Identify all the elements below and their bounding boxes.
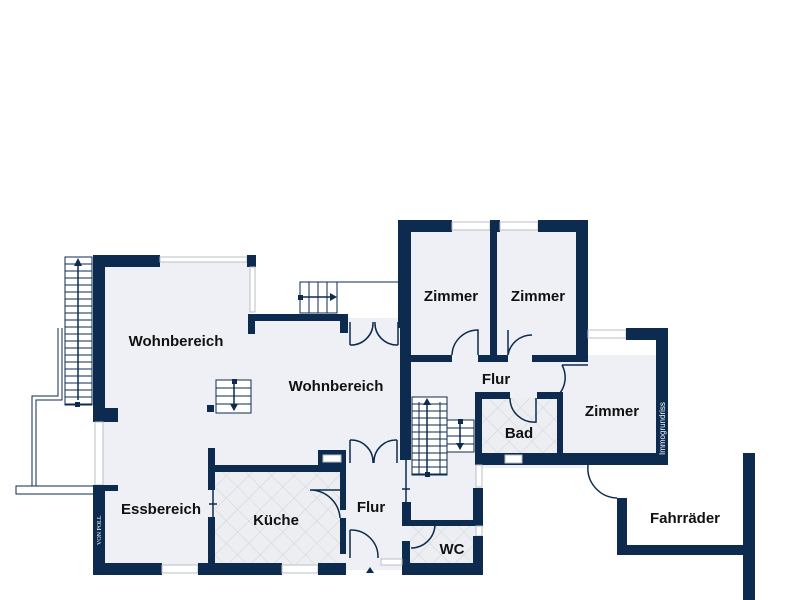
room-label-wohnbereich: Wohnbereich bbox=[129, 333, 224, 350]
exterior-stairs bbox=[15, 256, 95, 495]
floor-areas bbox=[100, 228, 665, 570]
doors bbox=[209, 321, 618, 573]
walls bbox=[93, 220, 755, 600]
immogrundriss-watermark: Immogrundriss bbox=[658, 402, 667, 455]
room-label-wohnbereich-2: Wohnbereich bbox=[289, 378, 384, 395]
entrance-arrow-icon bbox=[366, 567, 374, 573]
room-label-wc: WC bbox=[440, 541, 465, 558]
von-poll-watermark: VON POLL bbox=[97, 515, 103, 545]
room-label-zimmer-2: Zimmer bbox=[511, 288, 565, 305]
room-label-bad: Bad bbox=[505, 425, 533, 442]
room-label-flur: Flur bbox=[357, 499, 385, 516]
room-label-kueche: Küche bbox=[253, 512, 299, 529]
bath-tile-floor bbox=[481, 398, 559, 456]
room-labels: Wohnbereich Wohnbereich Essbereich Küche… bbox=[121, 288, 720, 558]
room-label-fahrraeder: Fahrräder bbox=[650, 510, 720, 527]
room-label-zimmer-1: Zimmer bbox=[424, 288, 478, 305]
room-label-flur-2: Flur bbox=[482, 371, 510, 388]
room-label-zimmer-3: Zimmer bbox=[585, 403, 639, 420]
wc-tile-floor bbox=[410, 526, 474, 564]
room-label-essbereich: Essbereich bbox=[121, 501, 201, 518]
kitchen-tile-floor bbox=[215, 472, 342, 564]
interior-stairs bbox=[207, 281, 475, 477]
